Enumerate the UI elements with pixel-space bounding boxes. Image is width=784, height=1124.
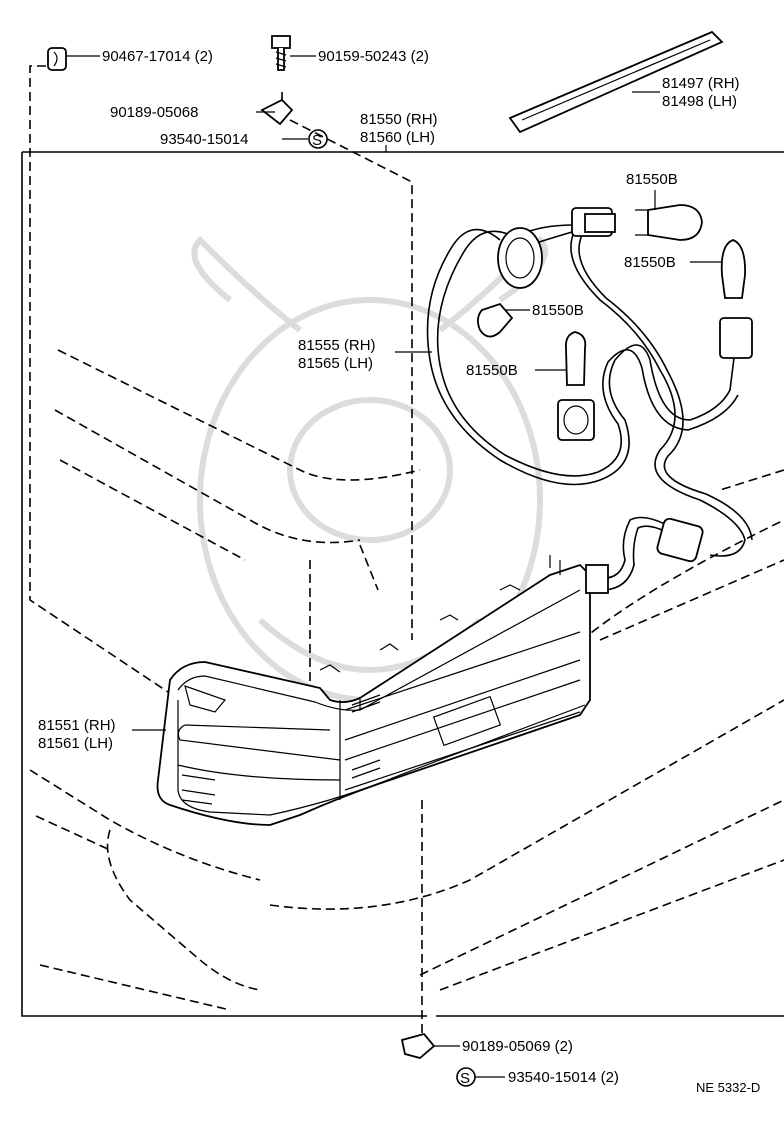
nut-90189-top (260, 98, 294, 126)
label-90189-top: 90189-05068 (110, 104, 198, 121)
bulb-right (720, 239, 746, 299)
leader-clip-dashed (29, 65, 181, 701)
label-81550-rh: 81550 (RH) (360, 111, 438, 128)
label-leaders (66, 55, 722, 1078)
s-symbol-top: S (308, 129, 328, 149)
tail-lamp-housing (156, 555, 591, 826)
screw-90159 (271, 35, 291, 71)
label-81551-rh: 81551 (RH) (38, 717, 116, 734)
label-81565-lh: 81565 (LH) (298, 355, 373, 372)
label-81497-rh: 81497 (RH) (662, 75, 740, 92)
label-bulb-b: 81550B (624, 254, 676, 271)
label-93540-bot: 93540-15014 (2) (508, 1069, 619, 1086)
garnish-strip (508, 30, 724, 134)
label-bulb-c: 81550B (532, 302, 584, 319)
s-symbol-bot: S (456, 1067, 476, 1087)
nut-90189-bot (400, 1032, 436, 1059)
clip-90467 (47, 47, 67, 71)
label-93540-top: 93540-15014 (160, 131, 248, 148)
s-mark-bot: S (460, 1070, 470, 1087)
label-81560-lh: 81560 (LH) (360, 129, 435, 146)
car-body-outline (29, 349, 784, 1011)
label-81555-rh: 81555 (RH) (298, 337, 376, 354)
drawing-code: NE 5332-D (696, 1080, 760, 1095)
label-90467: 90467-17014 (2) (102, 48, 213, 65)
wire-harness (426, 207, 753, 594)
bulb-mid (477, 302, 514, 338)
label-90189-bot: 90189-05069 (2) (462, 1038, 573, 1055)
label-bulb-d: 81550B (466, 362, 518, 379)
label-90159: 90159-50243 (2) (318, 48, 429, 65)
fasteners (47, 35, 436, 1059)
assembly-frame (21, 151, 784, 1017)
label-81498-lh: 81498 (LH) (662, 93, 737, 110)
label-bulb-a: 81550B (626, 171, 678, 188)
bulb-lower (565, 331, 587, 386)
bulbs (477, 204, 746, 386)
bulb-top-right (635, 204, 703, 241)
s-mark-top: S (312, 132, 322, 149)
label-81561-lh: 81561 (LH) (38, 735, 113, 752)
